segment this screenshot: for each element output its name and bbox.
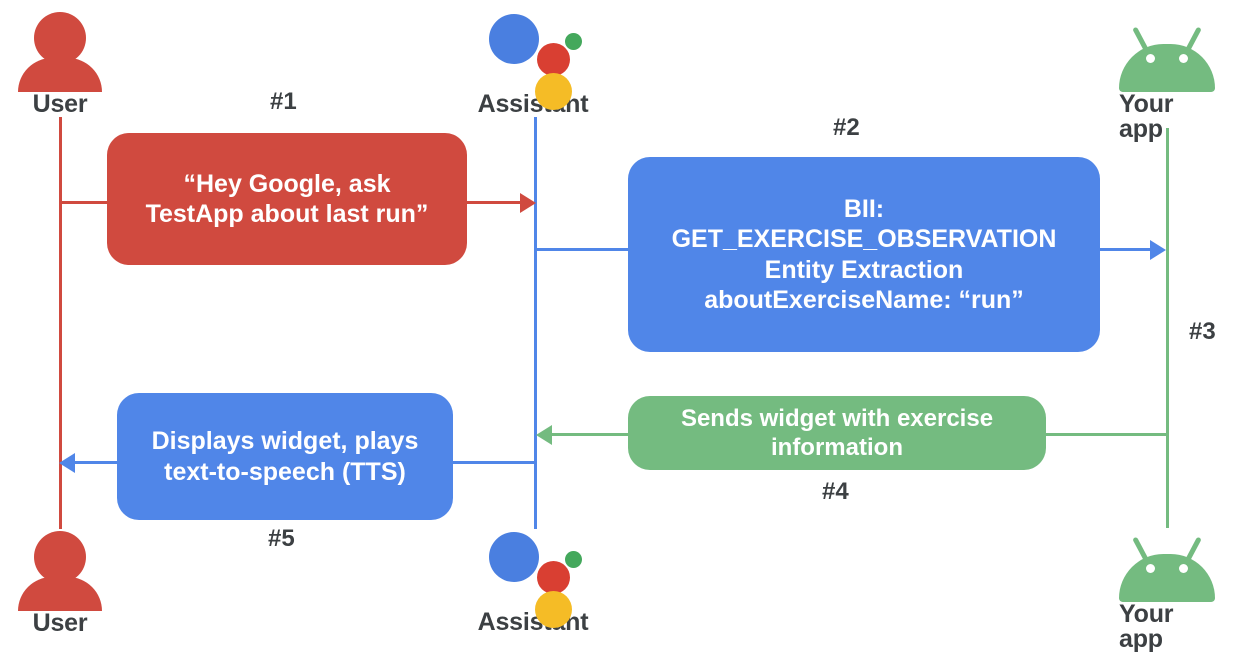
flow-line-user-to-step1 <box>59 201 119 204</box>
message-box-step4: Sends widget with exercise information <box>628 396 1046 470</box>
flow-line-step5-to-user <box>75 461 120 464</box>
lifeline-your-app <box>1166 128 1169 528</box>
message-box-step5: Displays widget, plays text-to-speech (T… <box>117 393 453 520</box>
person-body <box>18 577 102 611</box>
step-label-1: #1 <box>270 88 297 115</box>
message-line: “Hey Google, ask <box>183 169 391 198</box>
step-label-2: #2 <box>833 114 860 141</box>
actor-label-your-app-top: Your app <box>1119 90 1174 143</box>
message-line: text-to-speech (TTS) <box>164 457 406 486</box>
person-head <box>34 531 86 583</box>
flow-line-app-to-step4 <box>1044 433 1168 436</box>
arrowhead-step4 <box>536 425 552 445</box>
assistant-dot-blue <box>489 532 539 582</box>
android-robot-icon <box>1119 528 1215 602</box>
actor-assistant-top: Assistant <box>478 10 589 117</box>
android-robot-icon <box>1119 18 1215 92</box>
android-eye-left <box>1146 564 1155 573</box>
assistant-dot-red <box>537 43 570 76</box>
arrowhead-step1 <box>520 193 536 213</box>
actor-user-bottom: User <box>18 531 102 636</box>
lifeline-assistant <box>534 117 537 529</box>
assistant-dot-green <box>565 33 582 50</box>
message-line: GET_EXERCISE_OBSERVATION <box>671 225 1057 253</box>
actor-label-user-top: User <box>32 90 88 118</box>
flow-line-step2-to-app <box>1094 248 1156 251</box>
actor-user-top: User <box>18 12 102 117</box>
google-assistant-icon <box>489 10 582 110</box>
actor-assistant-bottom: Assistant <box>478 528 589 635</box>
actor-label-your-app-bottom: Your app <box>1119 600 1174 653</box>
person-icon <box>18 531 102 611</box>
assistant-dot-green <box>565 551 582 568</box>
arrowhead-step2 <box>1150 240 1166 260</box>
flow-line-step4-to-assistant <box>552 433 630 436</box>
google-assistant-icon <box>489 528 582 628</box>
step-label-4: #4 <box>822 478 849 505</box>
android-head <box>1119 554 1215 602</box>
android-eye-right <box>1179 54 1188 63</box>
message-box-step1: “Hey Google, ask TestApp about last run” <box>107 133 467 265</box>
person-body <box>18 58 102 92</box>
android-head <box>1119 44 1215 92</box>
assistant-dot-yellow <box>535 73 572 110</box>
actor-label-assistant-top: Assistant <box>477 90 589 118</box>
message-line: aboutExerciseName: “run” <box>704 286 1024 314</box>
flow-line-step1-to-assistant <box>460 201 530 204</box>
actor-label-assistant-bottom: Assistant <box>477 608 589 636</box>
assistant-dot-blue <box>489 14 539 64</box>
message-line: TestApp about last run” <box>145 200 429 228</box>
person-icon <box>18 12 102 92</box>
assistant-dot-red <box>537 561 570 594</box>
message-line: Sends widget with exercise <box>680 404 994 432</box>
actor-your-app-bottom: Your app <box>1119 528 1215 652</box>
assistant-dot-yellow <box>535 591 572 628</box>
message-line: information <box>770 434 903 461</box>
arrowhead-step5 <box>59 453 75 473</box>
step-label-5: #5 <box>268 525 295 552</box>
message-line: BII: <box>843 194 885 223</box>
message-line: Displays widget, plays <box>151 427 419 455</box>
person-head <box>34 12 86 64</box>
message-box-step2: BII: GET_EXERCISE_OBSERVATION Entity Ext… <box>628 157 1100 352</box>
lifeline-user <box>59 117 62 529</box>
android-eye-right <box>1179 564 1188 573</box>
flow-line-assistant-to-step5 <box>452 461 536 464</box>
flow-line-assistant-to-step2 <box>534 248 634 251</box>
step-label-3: #3 <box>1189 318 1216 345</box>
actor-your-app-top: Your app <box>1119 18 1215 142</box>
android-eye-left <box>1146 54 1155 63</box>
message-line: Entity Extraction <box>764 255 964 284</box>
actor-label-user-bottom: User <box>32 609 88 637</box>
